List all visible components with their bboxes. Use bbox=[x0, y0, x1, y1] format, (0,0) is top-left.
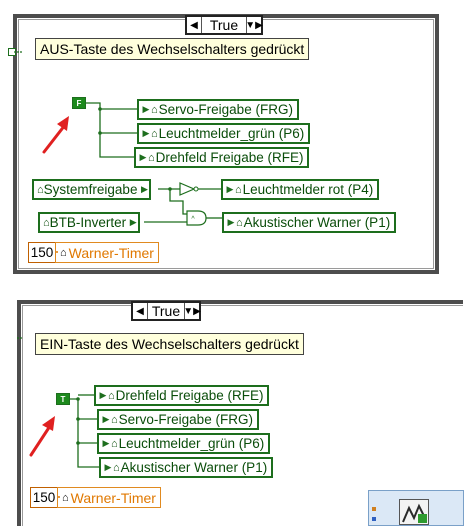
vi-icon-thumbnail[interactable] bbox=[368, 490, 464, 526]
terminal-arrow-icon: ▶ bbox=[227, 217, 235, 227]
dropdown-arrow-icon[interactable]: ▼▶ bbox=[183, 305, 201, 317]
indicator-servo-freigabe-2[interactable]: ▶⌂Servo-Freigabe (FRG) bbox=[97, 409, 259, 430]
house-icon: ⌂ bbox=[43, 216, 50, 229]
house-icon: ⌂ bbox=[113, 461, 120, 474]
house-icon: ⌂ bbox=[151, 127, 158, 140]
false-constant[interactable]: F bbox=[72, 97, 86, 109]
annotation-arrow-icon bbox=[29, 416, 55, 457]
indicator-leuchtmelder-gruen[interactable]: ▶⌂Leuchtmelder_grün (P6) bbox=[137, 123, 311, 144]
not-gate-icon bbox=[179, 182, 199, 196]
house-icon: ⌂ bbox=[148, 151, 155, 164]
terminal-arrow-icon: ▶ bbox=[142, 104, 150, 114]
house-icon: ⌂ bbox=[37, 183, 44, 196]
house-icon: ⌂ bbox=[235, 183, 242, 196]
control-systemfreigabe[interactable]: ⌂Systemfreigabe▶ bbox=[32, 179, 152, 200]
indicator-drehfeld-freigabe[interactable]: ▶⌂Drehfeld Freigabe (RFE) bbox=[134, 147, 310, 168]
indicator-drehfeld-freigabe-2[interactable]: ▶⌂Drehfeld Freigabe (RFE) bbox=[94, 385, 270, 406]
case-selector-2[interactable]: ◀ True ▼▶ bbox=[131, 301, 201, 321]
house-icon: ⌂ bbox=[111, 413, 118, 426]
house-icon: ⌂ bbox=[62, 491, 69, 504]
svg-text:^: ^ bbox=[191, 216, 195, 223]
annotation-arrow-icon bbox=[42, 116, 69, 154]
comment-aus-taste: AUS-Taste des Wechselschalters gedrückt bbox=[35, 38, 310, 60]
house-icon: ⌂ bbox=[108, 389, 115, 402]
house-icon: ⌂ bbox=[60, 246, 67, 259]
numeric-constant-150[interactable]: 150 bbox=[28, 242, 56, 263]
case-selector-value: True bbox=[201, 17, 247, 33]
terminal-arrow-icon: ▶ bbox=[129, 217, 137, 227]
house-icon: ⌂ bbox=[111, 437, 118, 450]
terminal-arrow-icon: ▶ bbox=[140, 184, 148, 194]
house-icon: ⌂ bbox=[151, 103, 158, 116]
terminal-arrow-icon: ▶ bbox=[102, 414, 110, 424]
indicator-akustischer-warner[interactable]: ▶⌂Akustischer Warner (P1) bbox=[222, 212, 397, 233]
vi-icon bbox=[399, 499, 429, 525]
terminal-arrow-icon: ▶ bbox=[142, 128, 150, 138]
case-selector-value: True bbox=[147, 303, 185, 319]
house-icon: ⌂ bbox=[236, 216, 243, 229]
indicator-akustischer-warner-2[interactable]: ▶⌂Akustischer Warner (P1) bbox=[99, 457, 274, 478]
case-selector-1[interactable]: ◀ True ▼▶ bbox=[185, 15, 263, 35]
indicator-leuchtmelder-gruen-2[interactable]: ▶⌂Leuchtmelder_grün (P6) bbox=[97, 433, 271, 454]
numeric-constant-150-2[interactable]: 150 bbox=[30, 487, 58, 508]
dropdown-arrow-icon[interactable]: ▼▶ bbox=[245, 19, 263, 31]
comment-ein-taste: EIN-Taste des Wechselschalters gedrückt bbox=[35, 333, 304, 355]
terminal-arrow-icon: ▶ bbox=[139, 152, 147, 162]
terminal-arrow-icon: ▶ bbox=[226, 184, 234, 194]
true-constant[interactable]: T bbox=[56, 393, 70, 405]
terminal-arrow-icon: ▶ bbox=[104, 462, 112, 472]
decrement-arrow-icon[interactable]: ◀ bbox=[190, 19, 198, 31]
and-gate-icon: ^ bbox=[186, 210, 207, 226]
indicator-warner-timer[interactable]: ⌂Warner-Timer bbox=[55, 242, 159, 263]
indicator-warner-timer-2[interactable]: ⌂Warner-Timer bbox=[57, 487, 161, 508]
decrement-arrow-icon[interactable]: ◀ bbox=[136, 305, 144, 317]
control-btb-inverter[interactable]: ⌂BTB-Inverter▶ bbox=[38, 212, 141, 233]
terminal-arrow-icon: ▶ bbox=[99, 390, 107, 400]
palette-marker-icon bbox=[372, 517, 376, 521]
terminal-arrow-icon: ▶ bbox=[102, 438, 110, 448]
indicator-servo-freigabe[interactable]: ▶⌂Servo-Freigabe (FRG) bbox=[137, 99, 299, 120]
indicator-leuchtmelder-rot[interactable]: ▶⌂Leuchtmelder rot (P4) bbox=[221, 179, 380, 200]
palette-marker-icon bbox=[372, 507, 376, 511]
